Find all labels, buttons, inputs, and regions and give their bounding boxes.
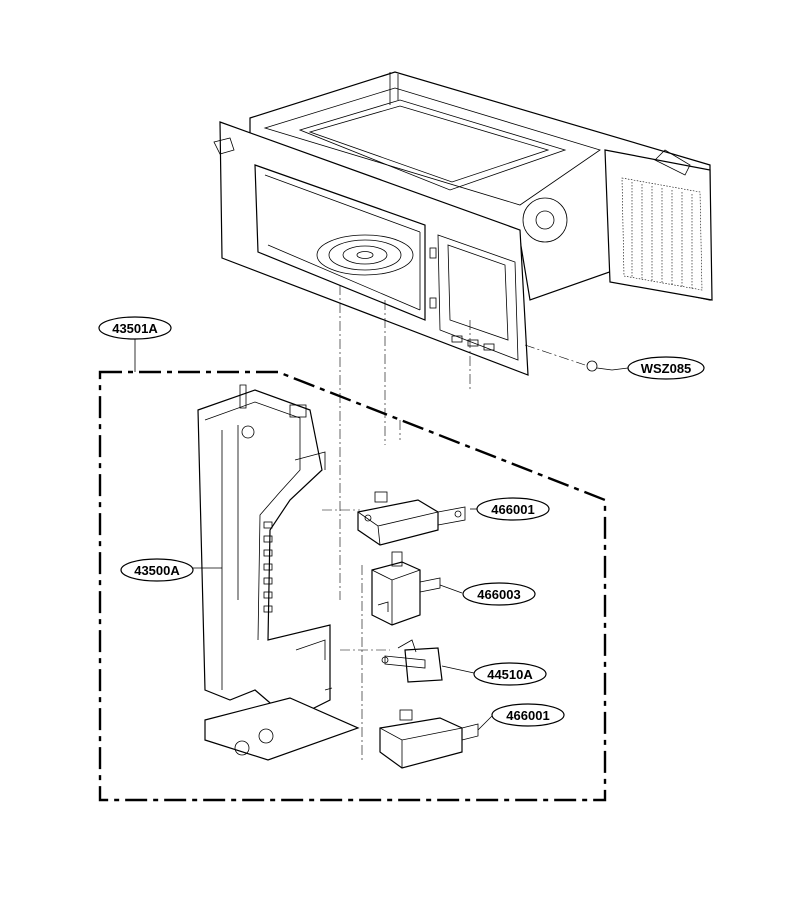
label-466001-upper: 466001: [491, 502, 534, 517]
switch-466001-lower: [379, 709, 479, 769]
switch-466001-upper: [357, 491, 466, 546]
label-466003: 466003: [477, 587, 520, 602]
assembly-boundary: [98, 370, 607, 802]
label-44510A: 44510A: [487, 667, 533, 682]
latch-holder-part: [197, 384, 360, 761]
switch-466003: [371, 551, 441, 626]
callout-466001-upper: 466001: [476, 497, 550, 521]
callout-44510A: 44510A: [473, 662, 547, 686]
label-wsz085: WSZ085: [641, 361, 692, 376]
callout-466003: 466003: [462, 582, 536, 606]
label-43500A: 43500A: [134, 563, 180, 578]
label-466001-lower: 466001: [506, 708, 549, 723]
oven-cavity-assembly: [213, 71, 713, 376]
callout-wsz085: WSZ085: [627, 356, 705, 380]
label-43501A: 43501A: [112, 321, 158, 336]
lever-44510A: [381, 639, 443, 683]
callout-466001-lower: 466001: [491, 703, 565, 727]
callout-43501A: 43501A: [98, 316, 172, 340]
projection-lines: [322, 285, 586, 760]
callout-43500A: 43500A: [120, 558, 194, 582]
leader-lines: [134, 338, 629, 731]
screw-wsz085: [586, 360, 613, 372]
